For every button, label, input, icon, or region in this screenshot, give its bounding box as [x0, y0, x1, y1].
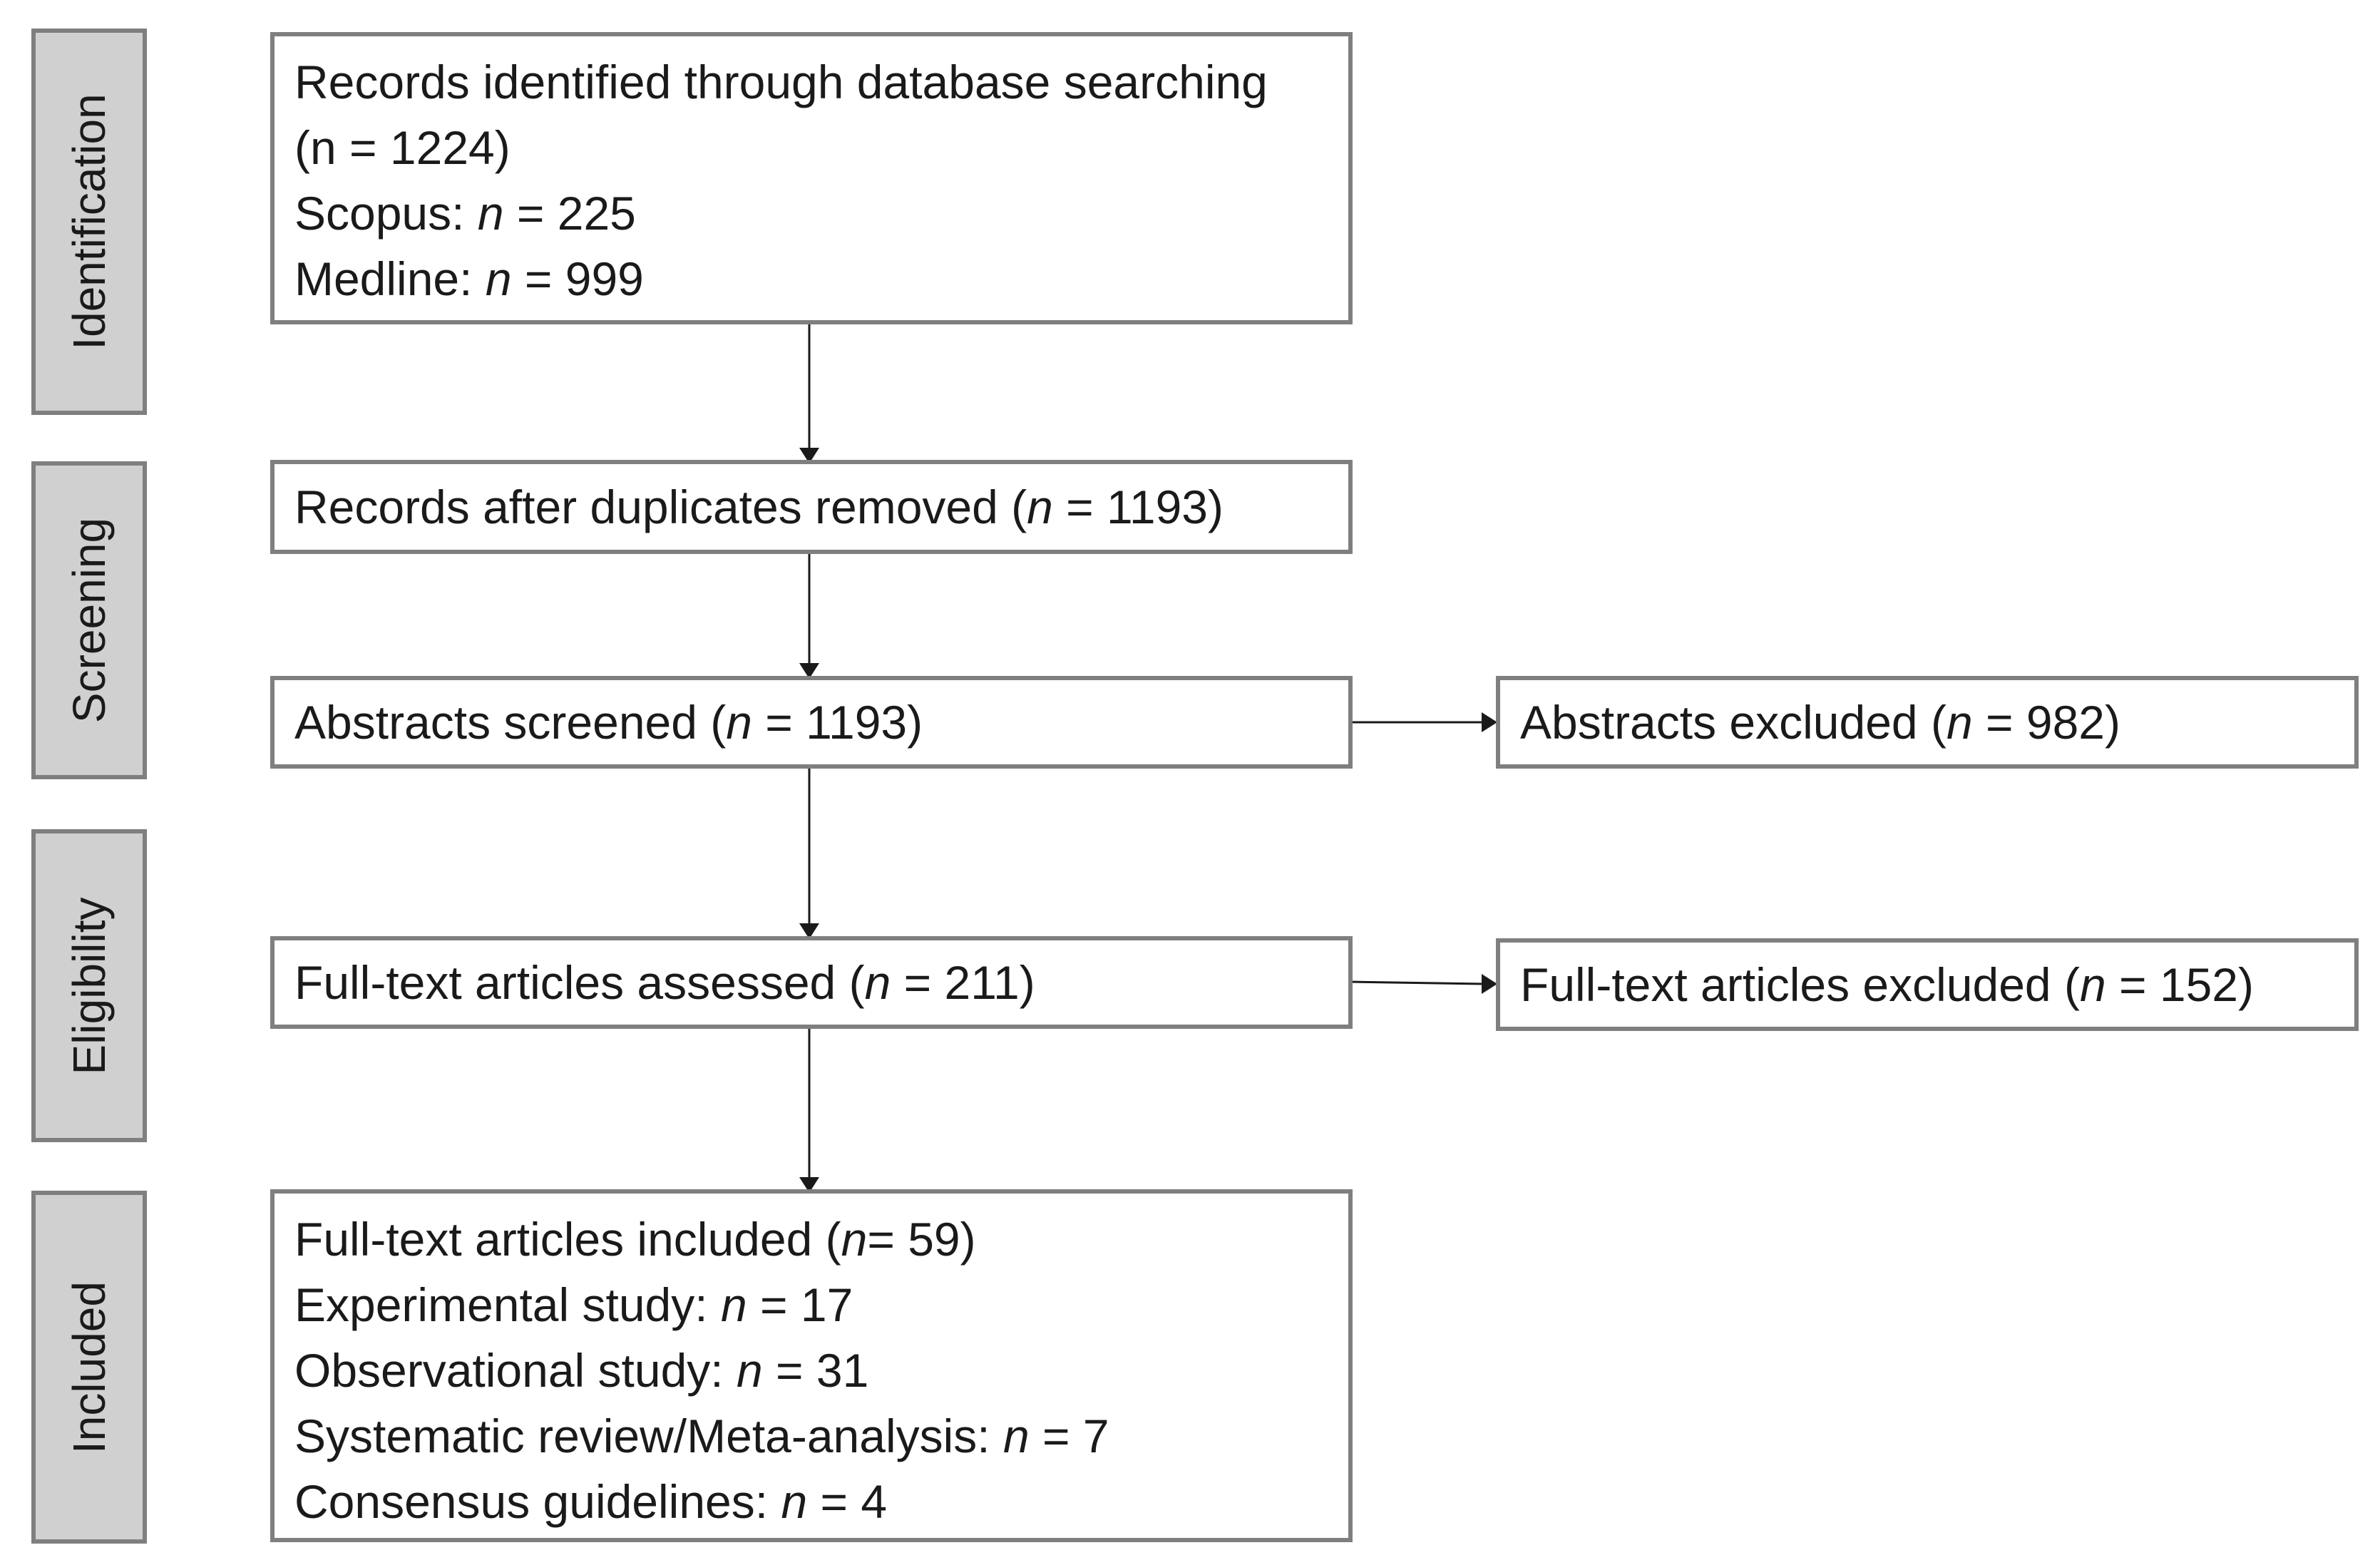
stage-eligibility: Eligibility: [31, 829, 147, 1142]
records-deduplicated-box: Records after duplicates removed (n = 11…: [270, 460, 1353, 554]
included-experimental: Experimental study: n = 17: [294, 1278, 853, 1331]
stage-included: Included: [31, 1191, 147, 1544]
arrow-assessed-to-included: [799, 1027, 819, 1193]
included-observational: Observational study: n = 31: [294, 1344, 869, 1397]
fulltext-included-box: Full-text articles included (n= 59) Expe…: [270, 1189, 1353, 1542]
included-systematic: Systematic review/Meta-analysis: n = 7: [294, 1410, 1109, 1462]
records-identified-title: Records identified through database sear…: [294, 56, 1268, 108]
records-deduplicated-text: Records after duplicates removed (n = 11…: [294, 481, 1224, 533]
records-scopus: Scopus: n = 225: [294, 187, 636, 240]
fulltext-assessed-text: Full-text articles assessed (n = 211): [294, 956, 1035, 1009]
arrow-screened-to-excluded: [1349, 712, 1497, 732]
abstracts-screened-text: Abstracts screened (n = 1193): [294, 696, 923, 749]
abstracts-excluded-text: Abstracts excluded (n = 982): [1520, 696, 2120, 749]
records-medline: Medline: n = 999: [294, 252, 644, 305]
stage-eligibility-label: Eligibility: [63, 897, 115, 1074]
included-consensus: Consensus guidelines: n = 4: [294, 1475, 888, 1528]
stage-included-label: Included: [63, 1281, 115, 1454]
abstracts-excluded-box: Abstracts excluded (n = 982): [1496, 676, 2359, 769]
arrow-screened-to-assessed: [799, 766, 819, 939]
fulltext-excluded-box: Full-text articles excluded (n = 152): [1496, 938, 2359, 1031]
fulltext-excluded-text: Full-text articles excluded (n = 152): [1520, 958, 2254, 1011]
stage-screening-label: Screening: [63, 517, 115, 724]
arrow-deduplicated-to-screened: [799, 553, 819, 679]
abstracts-screened-box: Abstracts screened (n = 1193): [270, 676, 1353, 769]
arrow-assessed-to-excluded: [1348, 974, 1497, 994]
fulltext-assessed-box: Full-text articles assessed (n = 211): [270, 936, 1353, 1029]
stage-identification-label: Identification: [63, 93, 115, 350]
arrow-identified-to-deduplicated: [799, 322, 819, 463]
records-identified-box: Records identified through database sear…: [270, 32, 1353, 324]
stage-identification: Identification: [31, 29, 147, 415]
stage-screening: Screening: [31, 461, 147, 779]
records-identified-total: (n = 1224): [294, 121, 511, 174]
fulltext-included-title: Full-text articles included (n= 59): [294, 1213, 976, 1266]
